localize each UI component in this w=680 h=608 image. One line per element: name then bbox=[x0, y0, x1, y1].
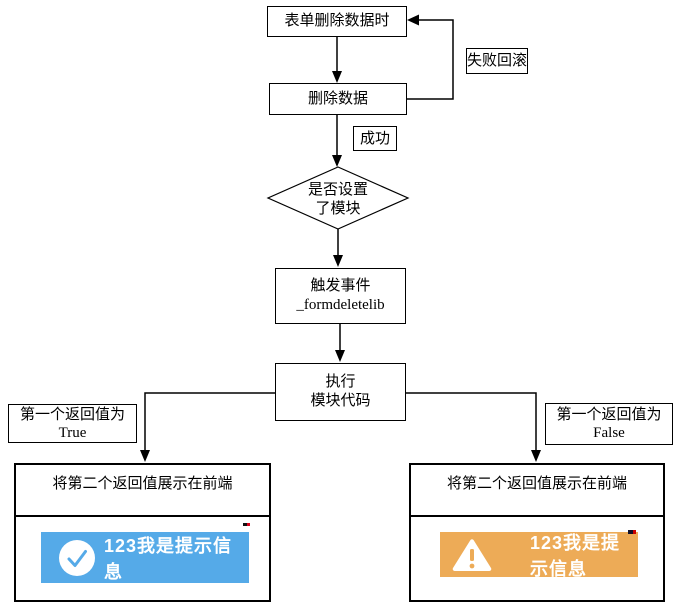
node-decision: 是否设置 了模块 bbox=[268, 179, 408, 220]
node-start: 表单删除数据时 bbox=[267, 6, 407, 37]
arrowhead bbox=[140, 450, 150, 462]
edge-label-rollback: 失败回滚 bbox=[466, 48, 528, 74]
check-circle-icon bbox=[59, 539, 95, 576]
node-start-label: 表单删除数据时 bbox=[284, 13, 390, 29]
node-trigger-event: 触发事件 _formdeletelib bbox=[275, 268, 406, 324]
result-success-title: 将第二个返回值展示在前端 bbox=[16, 465, 269, 517]
toast-success-text: 123我是提示信息 bbox=[104, 535, 233, 582]
true-label-line1: 第一个返回值为 bbox=[19, 406, 125, 423]
decision-diamond-shape bbox=[266, 166, 410, 230]
arrowhead bbox=[332, 155, 342, 167]
edge-true-branch bbox=[144, 392, 275, 451]
arrowhead bbox=[335, 350, 345, 362]
false-label-line2: False bbox=[593, 425, 625, 441]
edge-label-false: 第一个返回值为 False bbox=[545, 403, 673, 445]
toast-warning: 123我是提示信息 bbox=[440, 532, 638, 579]
trigger-line1: 触发事件 bbox=[310, 278, 371, 294]
edge-false-branch bbox=[406, 392, 537, 451]
result-box-success: 将第二个返回值展示在前端 123我是提示信息 bbox=[14, 463, 271, 602]
node-delete: 删除数据 bbox=[269, 83, 407, 115]
result-success-title-text: 将第二个返回值展示在前端 bbox=[52, 476, 233, 492]
arrowhead bbox=[333, 255, 343, 267]
false-label-line1: 第一个返回值为 bbox=[556, 407, 662, 423]
execute-line2: 模块代码 bbox=[310, 393, 371, 409]
arrowhead bbox=[531, 450, 541, 462]
success-label-text: 成功 bbox=[359, 130, 390, 147]
node-execute-module: 执行 模块代码 bbox=[275, 363, 406, 421]
screenshot-artifact bbox=[243, 523, 250, 526]
edge-label-success: 成功 bbox=[353, 126, 397, 151]
toast-success: 123我是提示信息 bbox=[41, 532, 249, 583]
decision-line1: 是否设置 bbox=[307, 181, 368, 198]
arrowhead bbox=[332, 71, 342, 83]
warning-triangle-icon bbox=[452, 538, 492, 571]
screenshot-artifact bbox=[628, 530, 636, 534]
toast-warning-text: 123我是提示信息 bbox=[530, 532, 621, 579]
result-warning-title-text: 将第二个返回值展示在前端 bbox=[446, 476, 627, 492]
edge-label-true: 第一个返回值为 True bbox=[8, 404, 137, 443]
execute-line1: 执行 bbox=[325, 374, 356, 390]
arrowhead bbox=[407, 14, 419, 26]
result-box-warning: 将第二个返回值展示在前端 123我是提示信息 bbox=[409, 463, 665, 602]
true-label-line2: True bbox=[58, 424, 87, 441]
result-warning-title: 将第二个返回值展示在前端 bbox=[411, 465, 663, 517]
rollback-label-text: 失败回滚 bbox=[467, 53, 528, 69]
trigger-line2: _formdeletelib bbox=[296, 297, 385, 313]
decision-line2: 了模块 bbox=[315, 200, 361, 217]
node-delete-label: 删除数据 bbox=[307, 90, 368, 107]
edge-rollback-loop bbox=[407, 19, 454, 100]
